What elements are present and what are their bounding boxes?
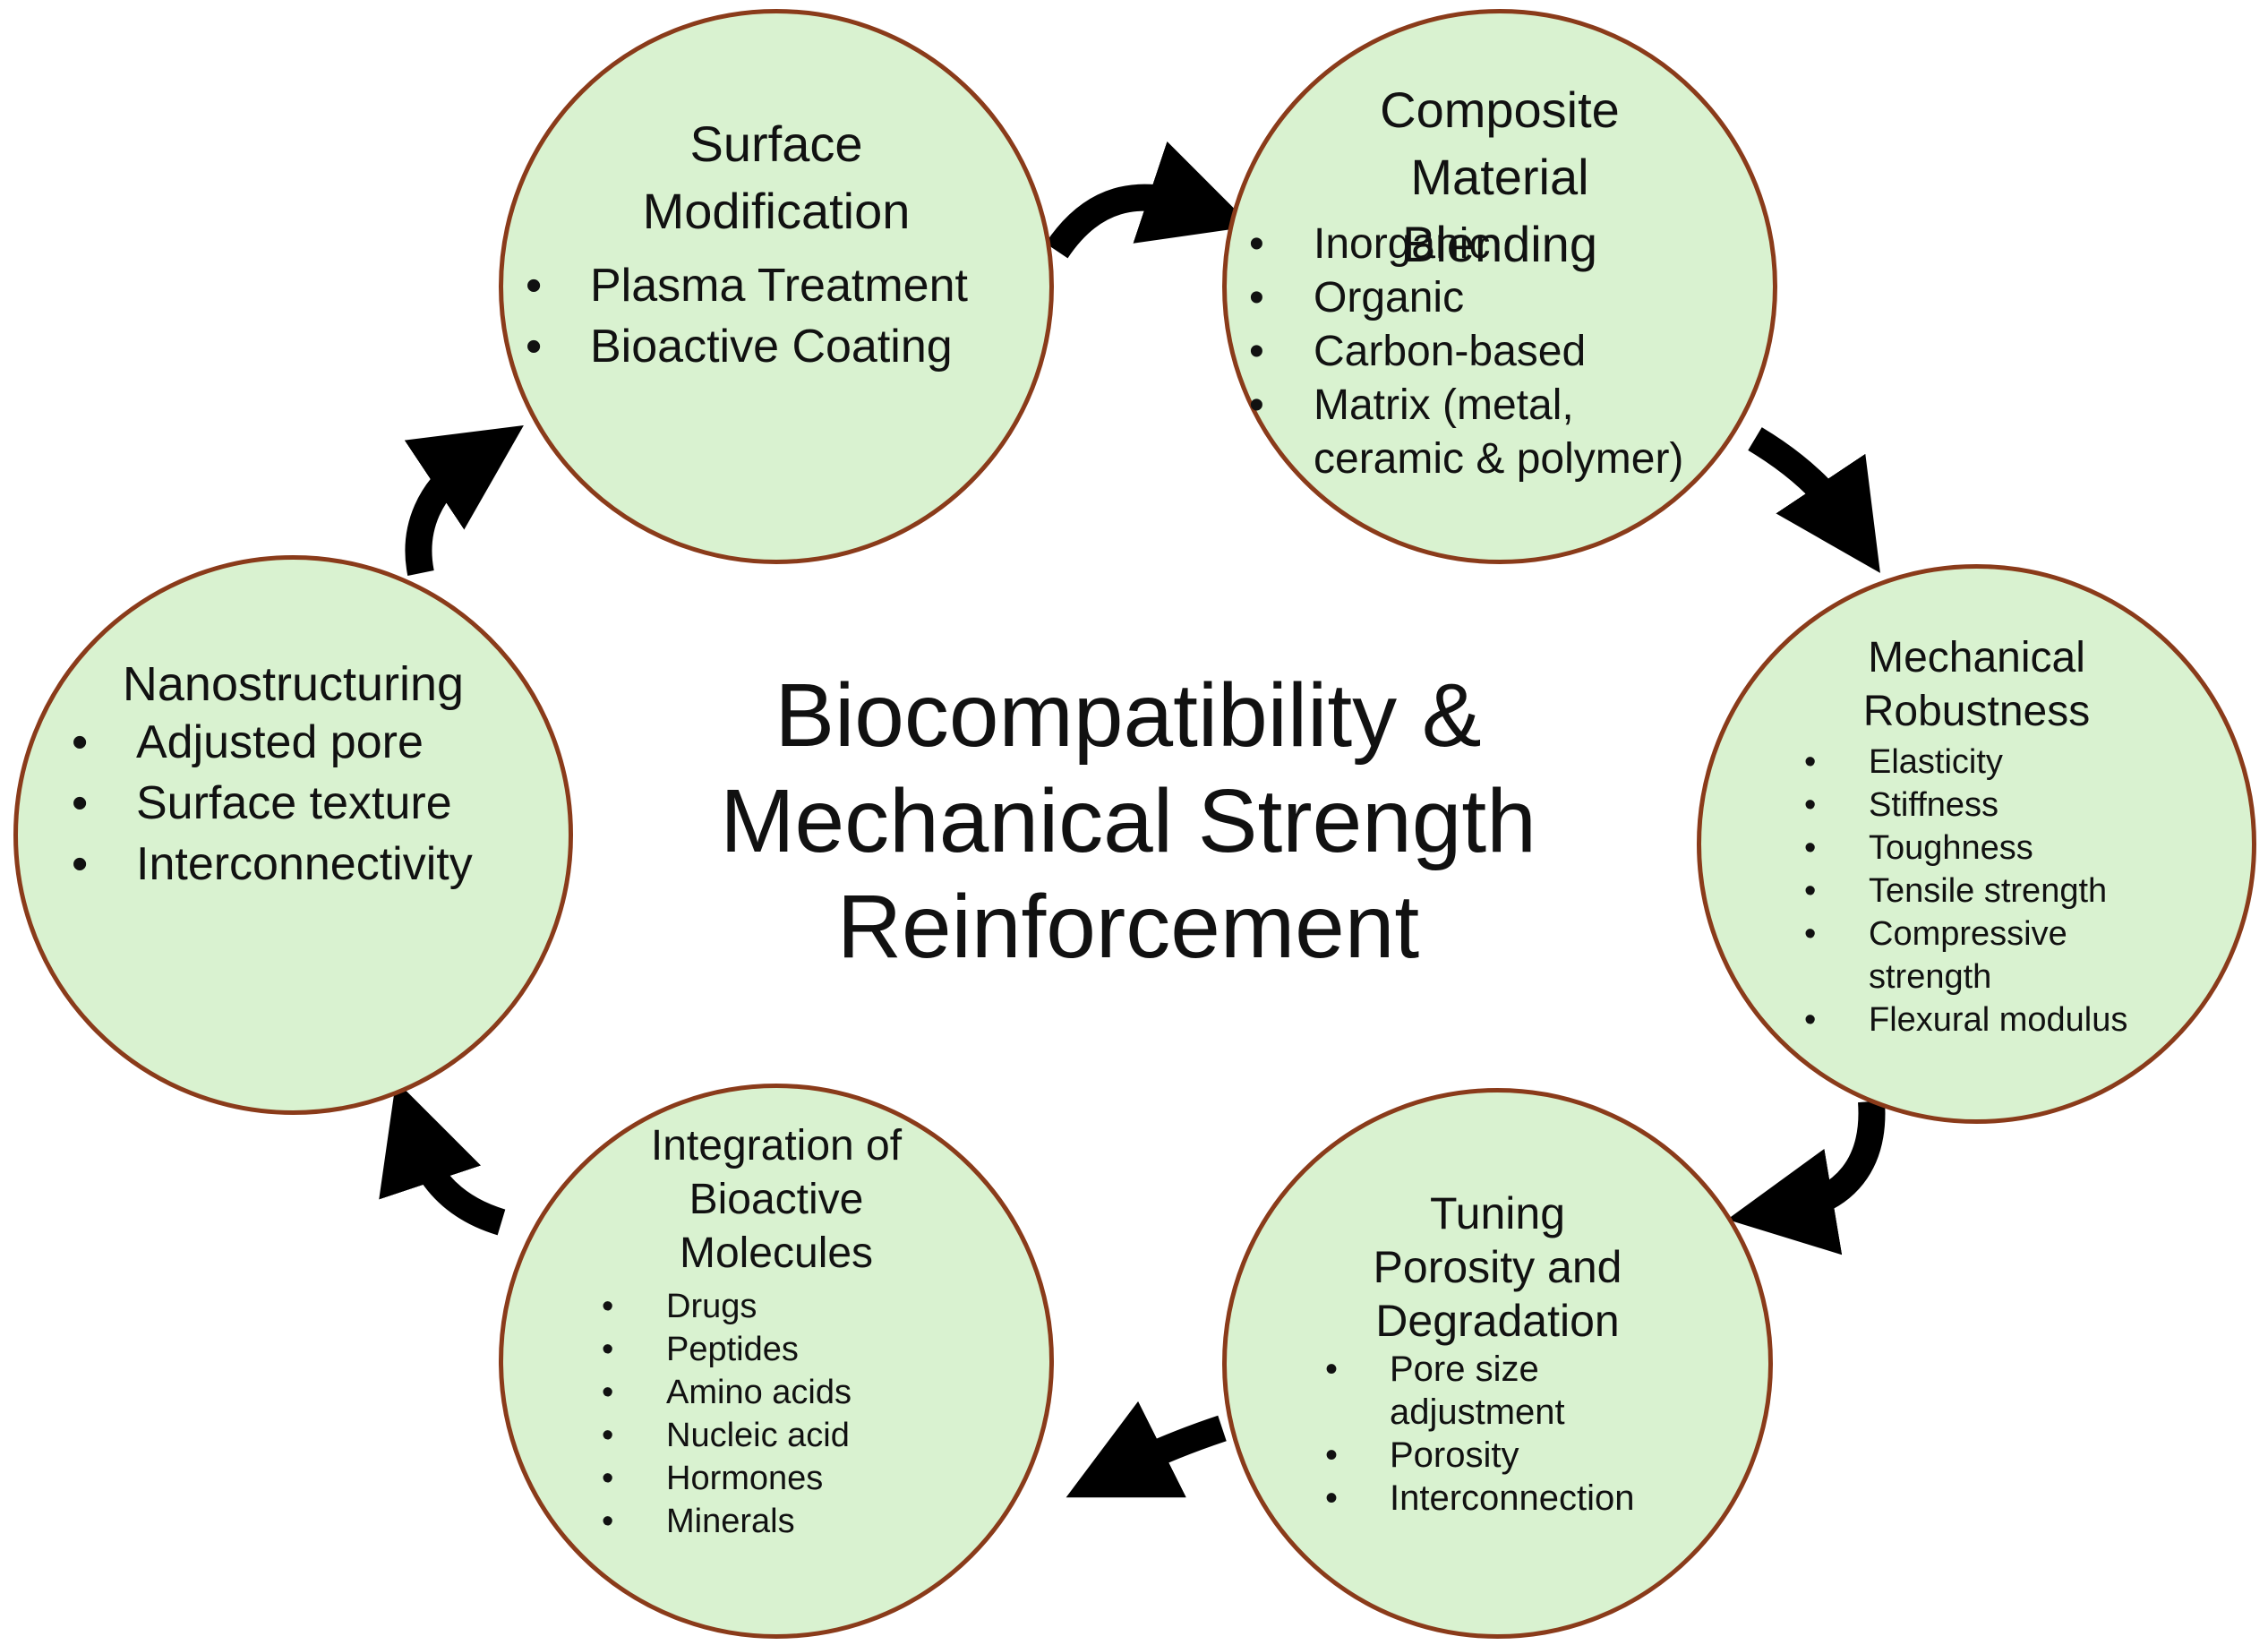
list-item: Plasma Treatment [526, 255, 1027, 316]
node-surface-modification: Surface Modification Plasma Treatment Bi… [499, 9, 1054, 564]
node-title: Tuning Porosity and Degradation [1373, 1188, 1622, 1346]
list-item: Organic [1249, 271, 1742, 325]
list-item: Pore size adjustment [1325, 1348, 1622, 1434]
node-integration-bioactive-molecules: Integration of Bioactive Molecules Drugs… [499, 1084, 1054, 1639]
arrow-mechanical-to-porosity [1726, 1100, 1886, 1255]
arrow-surface-to-composite [1045, 141, 1253, 259]
list-item: Amino acids [602, 1371, 960, 1414]
list-item: Bioactive Coating [526, 316, 1027, 377]
list-item: Porosity [1325, 1434, 1665, 1477]
list-item: Stiffness [1804, 784, 2180, 827]
node-title: Mechanical Robustness [1862, 634, 2091, 735]
node-list: Elasticity Stiffness Toughness Tensile s… [1804, 741, 2180, 1041]
list-item: Nucleic acid [602, 1414, 960, 1457]
node-nanostructuring: Nanostructuring Adjusted pore Surface te… [13, 555, 573, 1115]
node-title: Nanostructuring [122, 657, 465, 711]
node-list: Adjusted pore Surface texture Interconne… [72, 712, 573, 895]
list-item: Adjusted pore [72, 712, 573, 773]
list-item: Surface texture [72, 773, 573, 834]
list-item: Elasticity [1804, 741, 2180, 784]
list-item: Interconnection [1325, 1477, 1665, 1520]
arrow-bioactive-to-nano [379, 1080, 506, 1236]
arrow-nano-to-surface [404, 425, 524, 576]
list-item: Inorganic [1249, 218, 1742, 271]
list-item: Carbon-based [1249, 325, 1742, 379]
node-list: Inorganic Organic Carbon-based Matrix (m… [1249, 218, 1742, 486]
list-item: Drugs [602, 1285, 960, 1328]
list-item: Matrix (metal, ceramic & polymer) [1249, 379, 1707, 486]
list-item: Minerals [602, 1500, 960, 1543]
list-item: Tensile strength [1804, 870, 2180, 912]
center-title: Biocompatibility & Mechanical Strength R… [720, 665, 1536, 977]
node-title: Surface Modification [642, 116, 911, 239]
list-item: Toughness [1804, 827, 2180, 870]
node-list: Plasma Treatment Bioactive Coating [526, 255, 1027, 377]
node-mechanical-robustness: Mechanical Robustness Elasticity Stiffne… [1697, 564, 2256, 1124]
node-list: Drugs Peptides Amino acids Nucleic acid … [602, 1285, 960, 1543]
node-title: Integration of Bioactive Molecules [650, 1122, 903, 1277]
list-item: Compressive strength [1804, 912, 2137, 998]
arrow-composite-to-mechanical [1748, 427, 1880, 573]
list-item: Flexural modulus [1804, 998, 2180, 1041]
list-item: Hormones [602, 1457, 960, 1500]
node-list: Pore size adjustment Porosity Interconne… [1325, 1348, 1665, 1520]
list-item: Peptides [602, 1328, 960, 1371]
node-composite-material-blending: Composite Material Blending Inorganic Or… [1222, 9, 1777, 564]
arrow-porosity-to-bioactive [1066, 1401, 1227, 1498]
node-tuning-porosity-degradation: Tuning Porosity and Degradation Pore siz… [1222, 1088, 1773, 1639]
list-item: Interconnectivity [72, 834, 573, 895]
